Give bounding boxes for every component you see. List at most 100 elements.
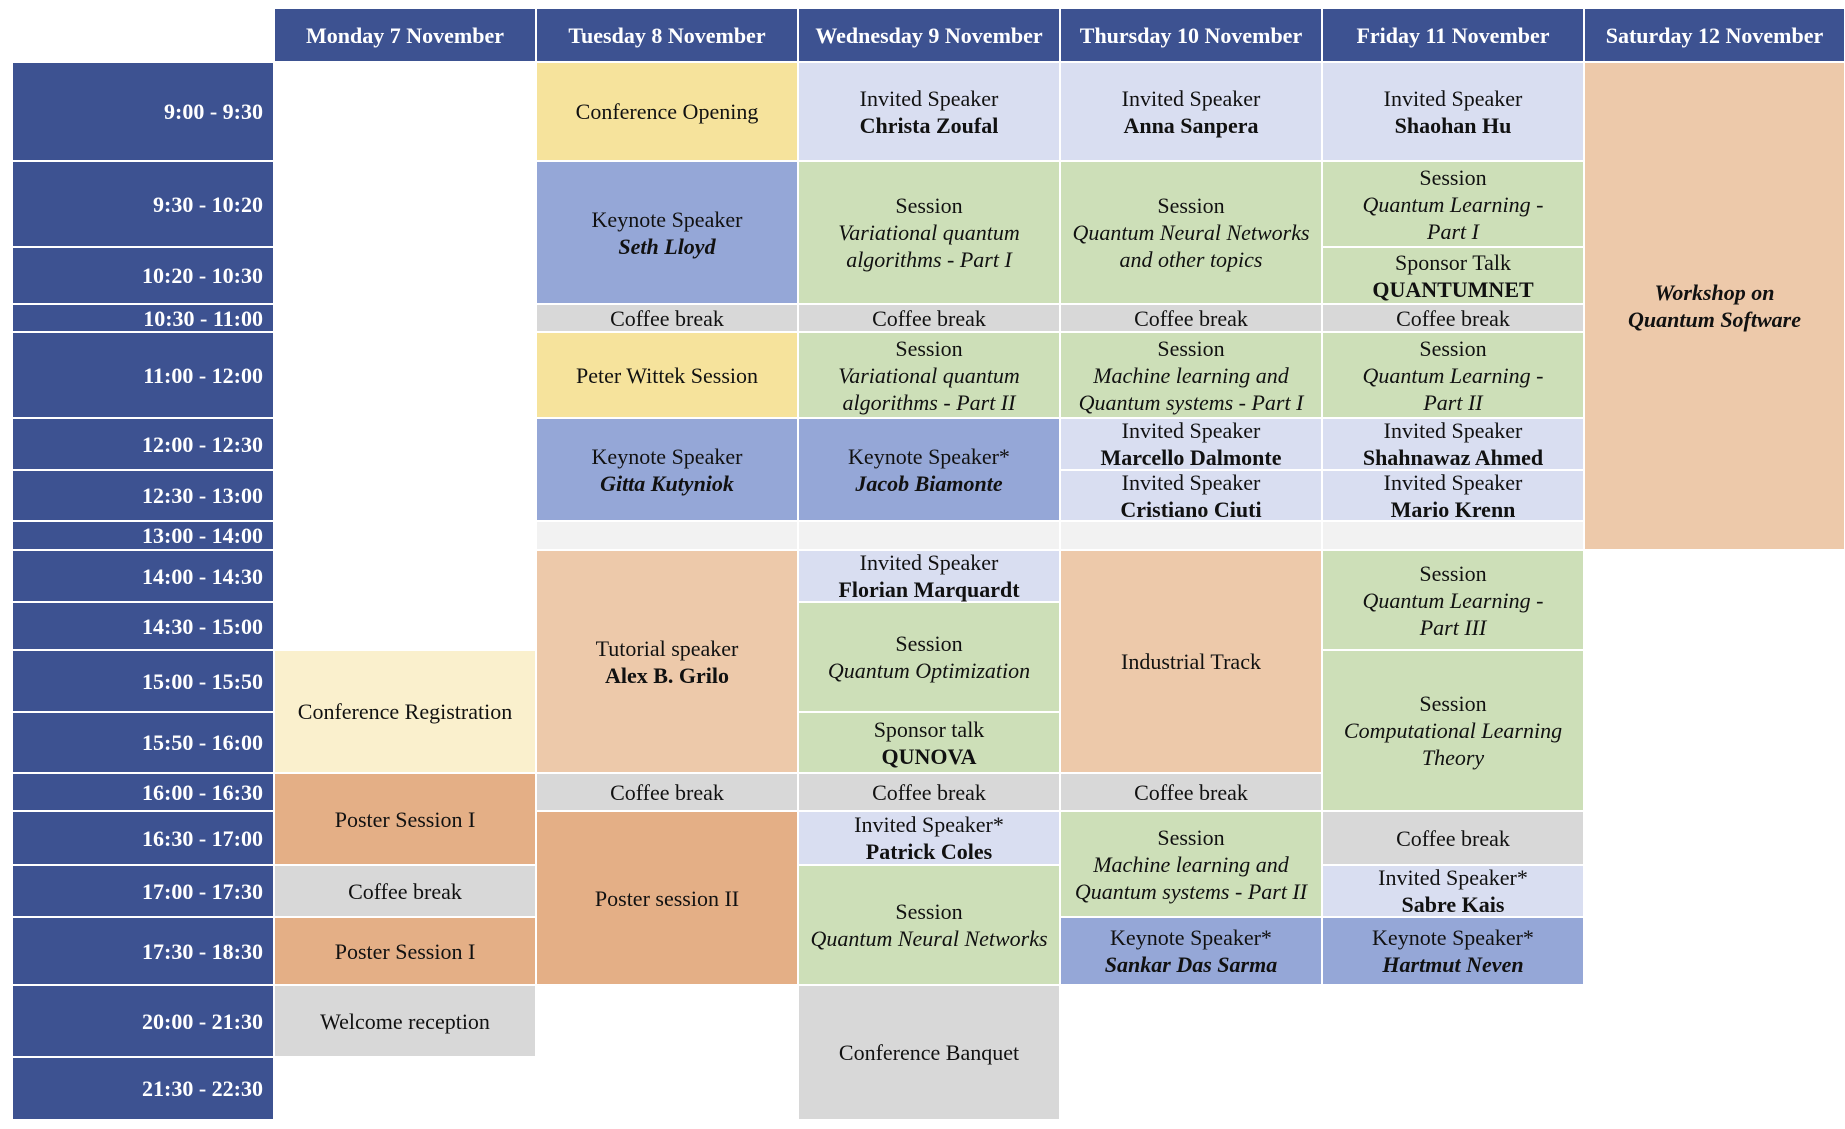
event-detail-line2: and other topics (1119, 247, 1263, 272)
event-title: Session (1157, 824, 1225, 850)
event-title: Session (895, 335, 963, 361)
event-detail: Quantum Neural Networks (1072, 220, 1310, 245)
day-header-label: Tuesday 8 November (568, 22, 766, 48)
lunch-break-cell (1060, 521, 1322, 550)
time-slot-text: 10:30 - 11:00 (143, 305, 263, 331)
lunch-break-cell (536, 521, 798, 550)
event-title: Session (1157, 193, 1225, 218)
event-detail: Quantum Optimization (827, 658, 1031, 683)
event-detail: Seth Lloyd (618, 233, 716, 259)
time-slot-label: 20:00 - 21:30 (12, 985, 274, 1057)
time-slot-label: 12:30 - 13:00 (12, 470, 274, 521)
time-slot-text: 14:00 - 14:30 (142, 563, 263, 589)
day-header: Saturday 12 November (1584, 8, 1845, 62)
event-cell: Coffee break (798, 304, 1060, 332)
day-header-label: Friday 11 November (1356, 22, 1550, 48)
event-title: Coffee break (872, 779, 986, 805)
time-slot-text: 15:00 - 15:50 (142, 668, 263, 694)
event-detail: Sankar Das Sarma (1104, 952, 1278, 977)
event-title: Invited Speaker (1383, 418, 1523, 443)
event-title: Coffee break (1396, 305, 1510, 331)
event-title: Invited Speaker (1121, 85, 1261, 111)
event-title: Coffee break (610, 779, 724, 805)
time-slot-label: 17:00 - 17:30 (12, 865, 274, 917)
event-detail: Shahnawaz Ahmed (1362, 445, 1544, 470)
time-slot-label: 9:00 - 9:30 (12, 62, 274, 161)
time-slot-text: 15:50 - 16:00 (142, 730, 263, 755)
day-header: Monday 7 November (274, 8, 536, 62)
event-title: Invited Speaker (1383, 469, 1523, 495)
time-slot-label: 16:30 - 17:00 (12, 811, 274, 865)
event-detail-line2: Quantum systems - Part I (1078, 389, 1304, 415)
event-cell: Poster Session I (274, 773, 536, 865)
time-slot-label: 14:30 - 15:00 (12, 602, 274, 650)
event-title: Conference Opening (575, 99, 759, 124)
day-header: Wednesday 9 November (798, 8, 1060, 62)
event-title: Session (895, 631, 963, 656)
event-detail-line2: Theory (1421, 745, 1485, 770)
time-slot-text: 11:00 - 12:00 (143, 362, 263, 388)
event-title: Peter Wittek Session (575, 362, 759, 388)
event-detail-line2: algorithms - Part II (842, 389, 1016, 415)
event-title: Keynote Speaker* (1372, 925, 1534, 950)
time-slot-text: 21:30 - 22:30 (142, 1076, 263, 1101)
event-title: Tutorial speaker (595, 635, 739, 661)
event-title: Keynote Speaker (591, 206, 743, 232)
event-detail: Variational quantum (838, 362, 1020, 388)
event-title: Coffee break (610, 305, 724, 331)
event-title: Invited Speaker (1383, 85, 1523, 111)
event-cell: Welcome reception (274, 985, 536, 1057)
time-slot-text: 10:20 - 10:30 (142, 263, 263, 288)
event-title: Workshop on (1654, 280, 1775, 305)
event-title: Invited Speaker (1121, 469, 1261, 495)
event-title: Invited Speaker (859, 550, 999, 575)
day-header-label: Monday 7 November (306, 22, 504, 48)
event-cell: Keynote Speaker*Hartmut Neven (1322, 917, 1584, 985)
event-title: Conference Registration (297, 699, 513, 724)
event-detail: Mario Krenn (1390, 496, 1516, 522)
time-slot-label: 10:20 - 10:30 (12, 247, 274, 304)
event-title: Invited Speaker* (854, 812, 1004, 837)
event-detail-line2: Part I (1427, 218, 1479, 244)
event-title: Invited Speaker (1121, 418, 1261, 443)
event-cell: Coffee break (1322, 304, 1584, 332)
event-title: Sponsor Talk (1394, 249, 1511, 275)
time-slot-label: 21:30 - 22:30 (12, 1057, 274, 1120)
time-slot-text: 14:30 - 15:00 (142, 613, 263, 639)
time-slot-text: 12:30 - 13:00 (142, 483, 263, 508)
time-slot-text: 17:00 - 17:30 (142, 878, 263, 904)
event-cell: Coffee break (536, 773, 798, 811)
event-detail: QUNOVA (881, 743, 977, 769)
event-title: Invited Speaker* (1378, 865, 1528, 890)
time-slot-label: 15:00 - 15:50 (12, 650, 274, 712)
event-title: Poster Session I (334, 938, 476, 964)
time-slot-label: 15:50 - 16:00 (12, 712, 274, 773)
event-detail: Jacob Biamonte (855, 470, 1003, 496)
event-detail: Machine learning and (1093, 362, 1289, 388)
event-title: Coffee break (348, 878, 462, 904)
event-detail: Computational Learning (1343, 718, 1563, 743)
event-title: Session (1419, 164, 1487, 190)
event-cell: Keynote Speaker*Jacob Biamonte (798, 418, 1060, 521)
event-detail: Sabre Kais (1401, 892, 1505, 917)
day-header-label: Saturday 12 November (1605, 22, 1824, 48)
event-detail: Patrick Coles (865, 839, 993, 864)
event-detail: Variational quantum (838, 220, 1020, 245)
day-header-label: Wednesday 9 November (815, 22, 1043, 48)
event-detail: Quantum Software (1628, 307, 1801, 332)
event-title: Session (895, 899, 963, 924)
day-header: Tuesday 8 November (536, 8, 798, 62)
